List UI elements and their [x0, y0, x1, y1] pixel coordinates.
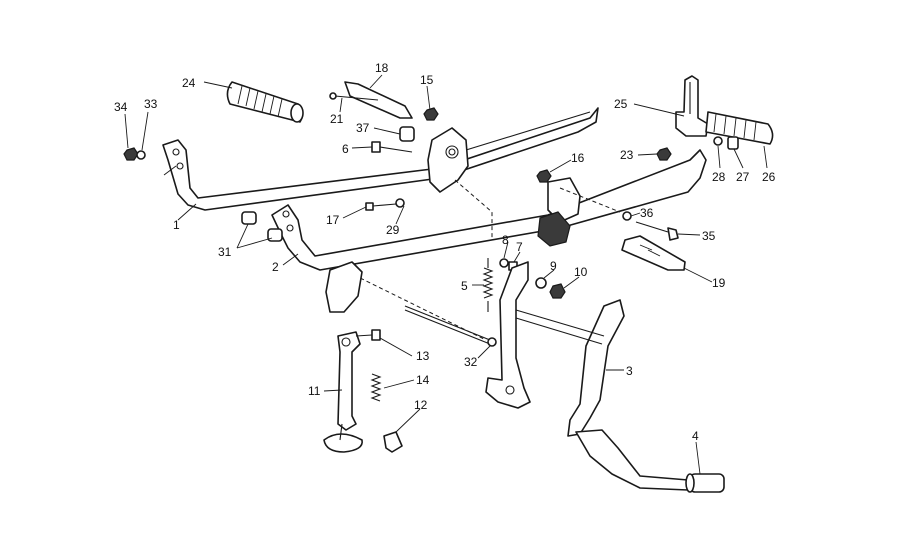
part-3-center-stand	[485, 261, 689, 491]
callout-37: 37	[356, 121, 370, 135]
part-25-footrest-bracket	[675, 75, 709, 137]
callout-13: 13	[416, 349, 430, 363]
part-26-right-grip	[705, 111, 774, 145]
callout-8: 8	[502, 233, 509, 247]
part-19-pad	[621, 235, 686, 271]
callout-33: 33	[144, 97, 158, 111]
callout-28: 28	[712, 170, 726, 184]
callout-1: 1	[173, 218, 180, 232]
callout-10: 10	[574, 265, 588, 279]
callout-12: 12	[414, 398, 428, 412]
callout-11: 11	[308, 384, 321, 398]
leader-lines	[124, 74, 768, 475]
part-15-nut	[423, 107, 439, 121]
part-23-nut	[656, 147, 672, 161]
part-1-footrest-bar	[162, 107, 599, 211]
part-32-rod	[404, 305, 497, 347]
callout-24: 24	[182, 76, 196, 90]
callout-27: 27	[736, 170, 750, 184]
part-11-side-stand	[323, 261, 363, 453]
callout-21: 21	[330, 112, 344, 126]
part-17-bolt	[365, 202, 397, 211]
part-16-nut	[536, 169, 552, 183]
part-29-washer	[395, 198, 405, 208]
callout-35: 35	[702, 229, 716, 243]
center-bracket	[427, 127, 469, 193]
part-10-nut	[549, 283, 566, 299]
part-9-washer	[535, 277, 547, 289]
callout-9: 9	[550, 259, 557, 273]
part-34-nut	[123, 147, 139, 161]
callout-25: 25	[614, 97, 628, 111]
part-2-footrest-bar	[271, 149, 707, 271]
callout-4: 4	[692, 429, 699, 443]
part-8-washer	[499, 258, 509, 268]
part-24-left-grip	[226, 81, 304, 123]
part-27-pin	[727, 136, 739, 150]
part-4-foot-rubber	[685, 473, 725, 493]
pivot-bracket	[537, 177, 581, 247]
callout-34: 34	[114, 100, 128, 114]
part-33-washer	[136, 150, 146, 160]
callout-18: 18	[375, 61, 389, 75]
callout-7: 7	[516, 240, 523, 254]
callout-15: 15	[420, 73, 434, 87]
callout-29: 29	[386, 223, 400, 237]
callout-6: 6	[342, 142, 349, 156]
callout-2: 2	[272, 260, 279, 274]
part-37-spacer	[399, 126, 415, 142]
callout-36: 36	[640, 206, 654, 220]
callout-32: 32	[464, 355, 478, 369]
callout-5: 5	[461, 279, 468, 293]
callout-19: 19	[712, 276, 726, 290]
part-36-washer	[622, 211, 632, 221]
part-13-pin	[355, 329, 381, 341]
part-35-bolt	[635, 221, 679, 241]
callout-23: 23	[620, 148, 634, 162]
callout-3: 3	[626, 364, 633, 378]
callout-17: 17	[326, 213, 340, 227]
callout-labels: 24 18 15 21 37 6 17 29 34 33 1 31 2 16 2…	[114, 61, 776, 443]
part-18-bracket	[329, 81, 413, 119]
part-6-bolt	[371, 141, 413, 153]
part-5-spring	[482, 258, 494, 312]
callout-14: 14	[416, 373, 430, 387]
part-12-bumper	[383, 431, 403, 453]
callout-31: 31	[218, 245, 232, 259]
callout-16: 16	[571, 151, 585, 165]
part-28-washer	[713, 136, 723, 146]
part-14-spring	[370, 373, 382, 402]
callout-26: 26	[762, 170, 776, 184]
part-31-bushings	[241, 211, 283, 242]
